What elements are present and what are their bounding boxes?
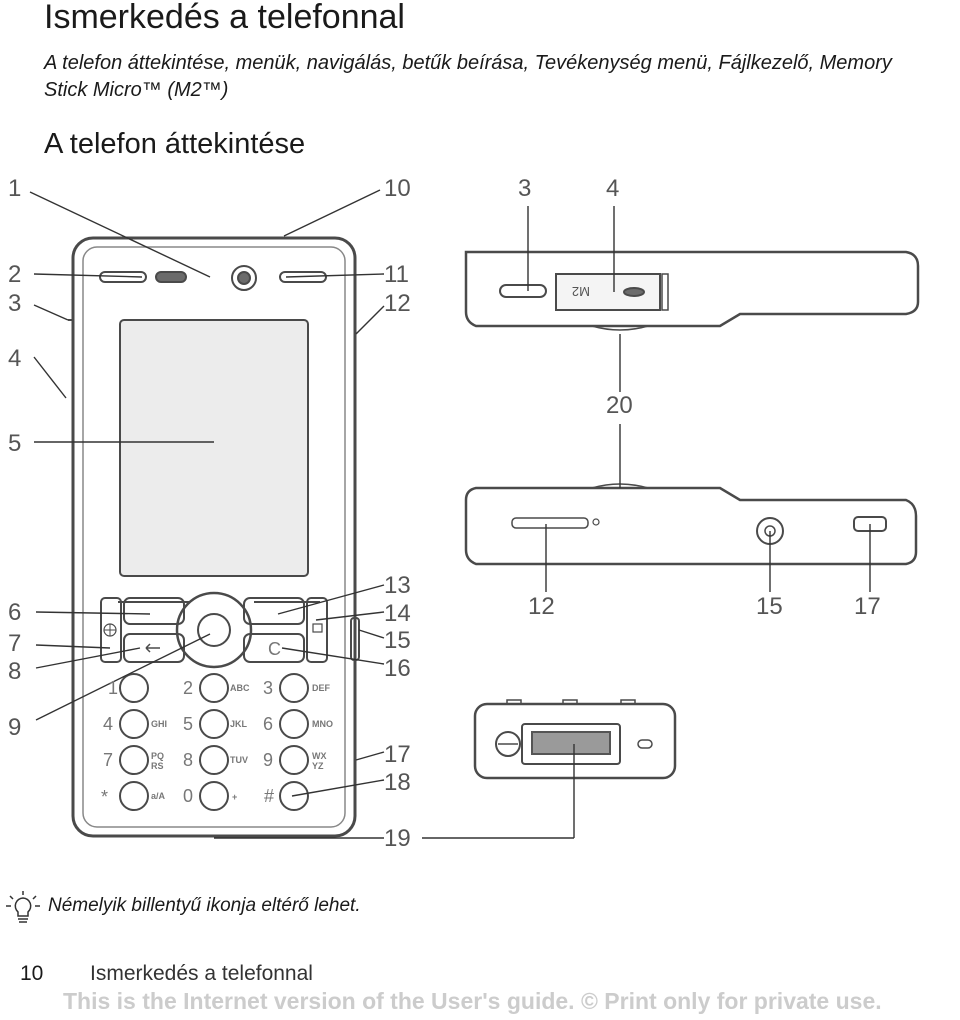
svg-text:C: C <box>268 639 281 659</box>
callout-7: 7 <box>8 630 21 657</box>
svg-text:8: 8 <box>183 750 193 770</box>
phone-overview-diagram: 1 2 ABC 3 DEF 4 GHI 5 JKL 6 MNO 7 PQ RS … <box>8 175 920 852</box>
keypad-labels: 1 2 ABC 3 DEF 4 GHI 5 JKL 6 MNO 7 PQ RS … <box>101 284 590 807</box>
activity-menu-icon <box>312 623 323 633</box>
callout-5: 5 <box>8 430 21 457</box>
svg-text:4: 4 <box>103 714 113 734</box>
svg-text:0: 0 <box>183 786 193 806</box>
callout-2: 2 <box>8 261 21 288</box>
lightbulb-tip-icon <box>6 891 40 923</box>
callout-3-top: 3 <box>518 175 531 202</box>
callout-1: 1 <box>8 175 21 202</box>
callout-15: 15 <box>384 627 411 654</box>
svg-text:3: 3 <box>263 678 273 698</box>
note-text: Némelyik billentyű ikonja eltérő lehet. <box>48 895 361 916</box>
navigation-key-icon <box>175 591 253 669</box>
svg-text:+: + <box>232 792 237 802</box>
callout-13: 13 <box>384 572 411 599</box>
callout-12: 12 <box>384 290 411 317</box>
svg-text:9: 9 <box>263 750 273 770</box>
svg-text:YZ: YZ <box>312 761 324 771</box>
callout-numbers: 1 2 3 4 5 6 7 8 9 10 11 12 13 14 15 16 1… <box>8 175 881 852</box>
svg-text:JKL: JKL <box>230 719 248 729</box>
svg-text:RS: RS <box>151 761 164 771</box>
svg-text:WX: WX <box>312 751 327 761</box>
callout-17-side: 17 <box>854 593 881 620</box>
callout-4: 4 <box>8 345 21 372</box>
svg-text:5: 5 <box>183 714 193 734</box>
callout-8: 8 <box>8 658 21 685</box>
callout-4-top: 4 <box>606 175 619 202</box>
svg-text:7: 7 <box>103 750 113 770</box>
page-title: Ismerkedés a telefonnal <box>44 0 405 36</box>
callout-3: 3 <box>8 290 21 317</box>
phone-side-view <box>464 483 918 566</box>
callout-10: 10 <box>384 175 411 202</box>
phone-front-view <box>68 236 360 838</box>
svg-text:2: 2 <box>183 678 193 698</box>
svg-text:ABC: ABC <box>230 683 250 693</box>
callout-11: 11 <box>384 261 409 288</box>
phone-bottom-view <box>473 699 677 780</box>
callout-15-side: 15 <box>756 593 783 620</box>
svg-text:6: 6 <box>263 714 273 734</box>
svg-text:1: 1 <box>108 678 118 698</box>
svg-text:a/A: a/A <box>151 791 166 801</box>
callout-9: 9 <box>8 714 21 741</box>
svg-text:MNO: MNO <box>312 719 333 729</box>
phone-top-view <box>464 250 920 331</box>
back-arrow-icon <box>145 643 160 653</box>
callout-12-side: 12 <box>528 593 555 620</box>
svg-text:#: # <box>264 786 274 806</box>
callout-18: 18 <box>384 769 411 796</box>
svg-text:TUV: TUV <box>230 755 248 765</box>
callout-leader-lines <box>29 189 871 839</box>
section-title: A telefon áttekintése <box>44 128 306 160</box>
svg-text:*: * <box>101 787 108 807</box>
callout-14: 14 <box>384 600 411 627</box>
callout-6: 6 <box>8 599 21 626</box>
svg-text:M2: M2 <box>572 284 590 299</box>
callout-16: 16 <box>384 655 411 682</box>
callout-17: 17 <box>384 741 411 768</box>
callout-19: 19 <box>384 825 411 852</box>
footer-chapter: Ismerkedés a telefonnal <box>90 962 313 985</box>
svg-text:GHI: GHI <box>151 719 167 729</box>
callout-20: 20 <box>606 392 633 419</box>
chapter-subtitle: A telefon áttekintése, menük, navigálás,… <box>44 52 892 101</box>
svg-text:DEF: DEF <box>312 683 331 693</box>
page-number: 10 <box>20 962 44 985</box>
footer-disclaimer: This is the Internet version of the User… <box>63 988 882 1014</box>
svg-text:PQ: PQ <box>151 751 164 761</box>
